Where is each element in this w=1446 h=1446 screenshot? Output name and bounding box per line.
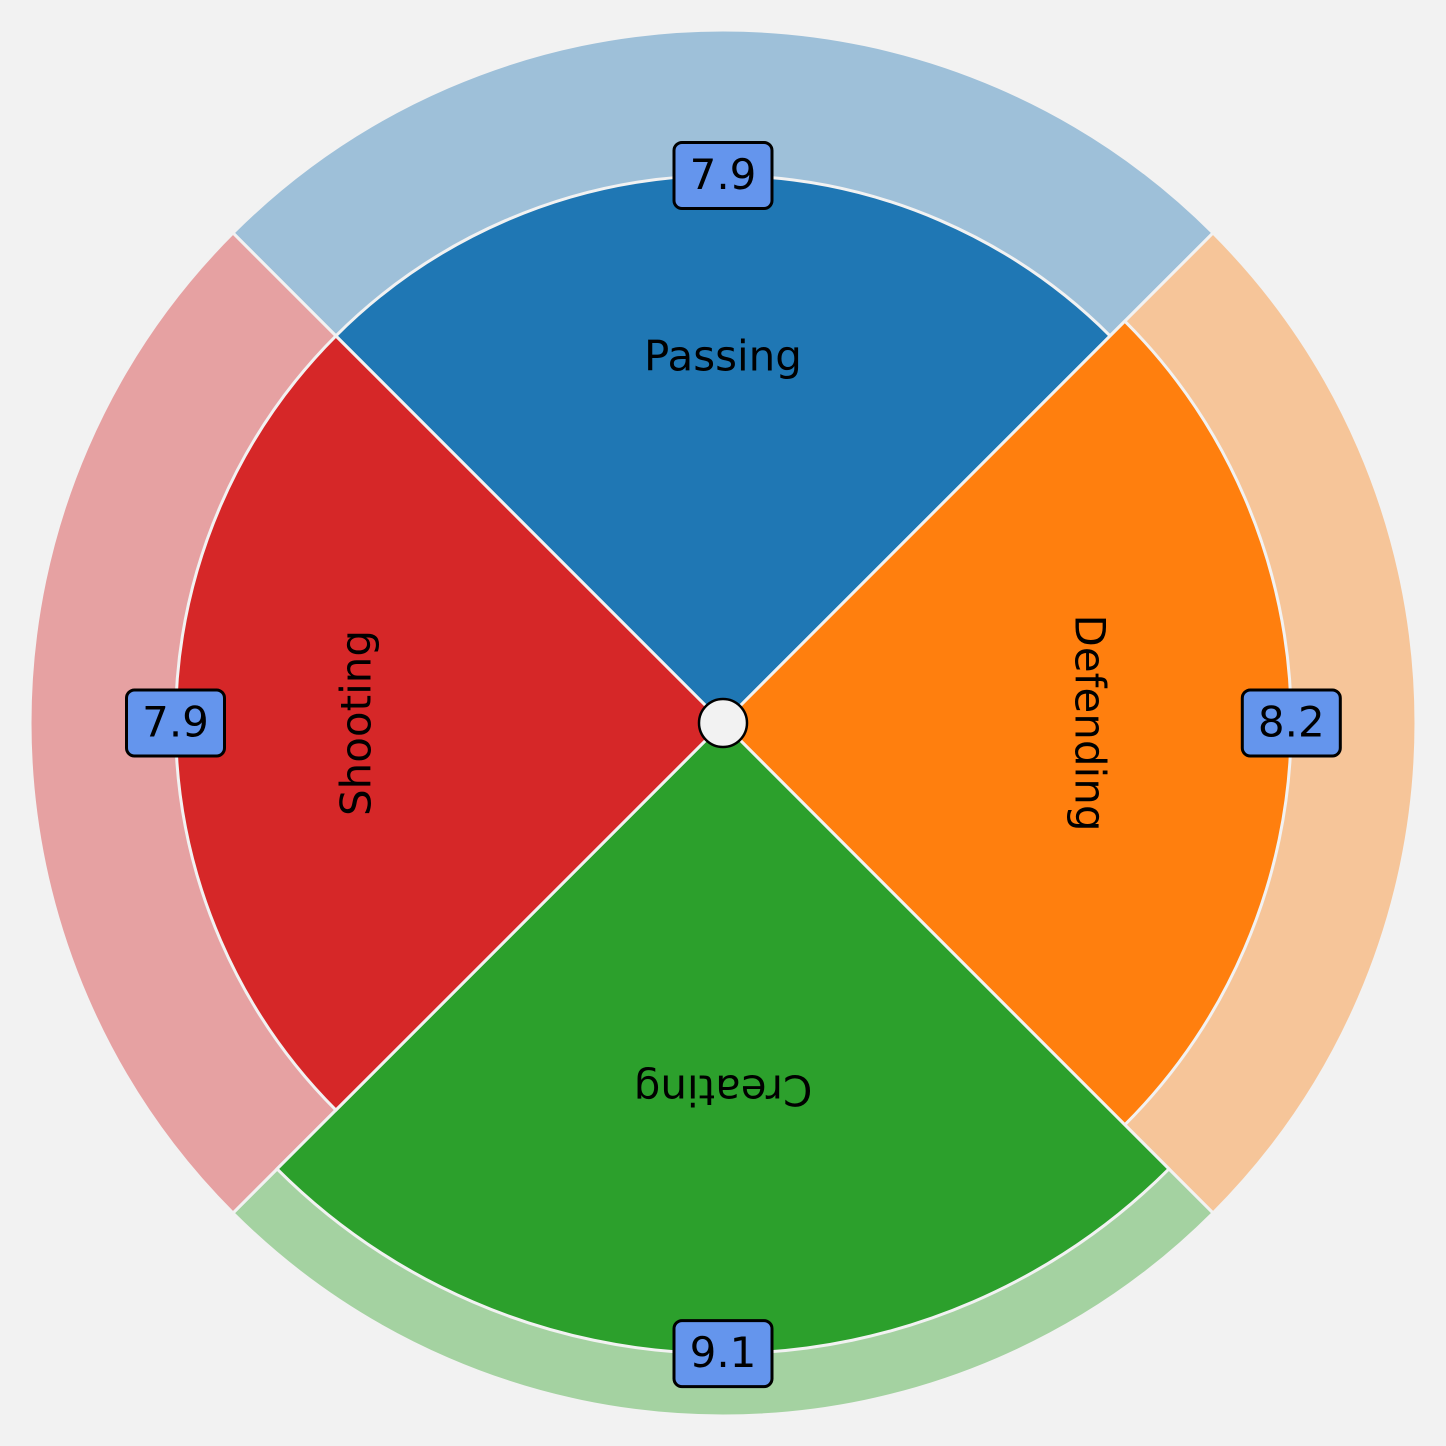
value-badge-creating: 9.1 [672, 1319, 774, 1389]
value-badge-box [1240, 688, 1342, 758]
center-dot [697, 697, 749, 749]
category-label-creating: Creating [634, 1065, 813, 1114]
category-label-shooting: Shooting [332, 630, 381, 816]
category-label-defending: Defending [1065, 614, 1114, 831]
value-label-shooting: 7.9 [142, 698, 209, 747]
category-label-passing: Passing [644, 332, 802, 381]
value-badge-box [672, 141, 774, 210]
value-badge-defending: 8.2 [1240, 688, 1342, 758]
value-badge-shooting: 7.9 [125, 688, 226, 758]
value-badge-box [672, 1319, 774, 1389]
value-label-passing: 7.9 [690, 150, 757, 199]
value-badge-passing: 7.9 [672, 141, 774, 210]
value-badge-box [125, 688, 226, 758]
value-label-creating: 9.1 [690, 1328, 757, 1377]
value-label-defending: 8.2 [1258, 698, 1325, 747]
